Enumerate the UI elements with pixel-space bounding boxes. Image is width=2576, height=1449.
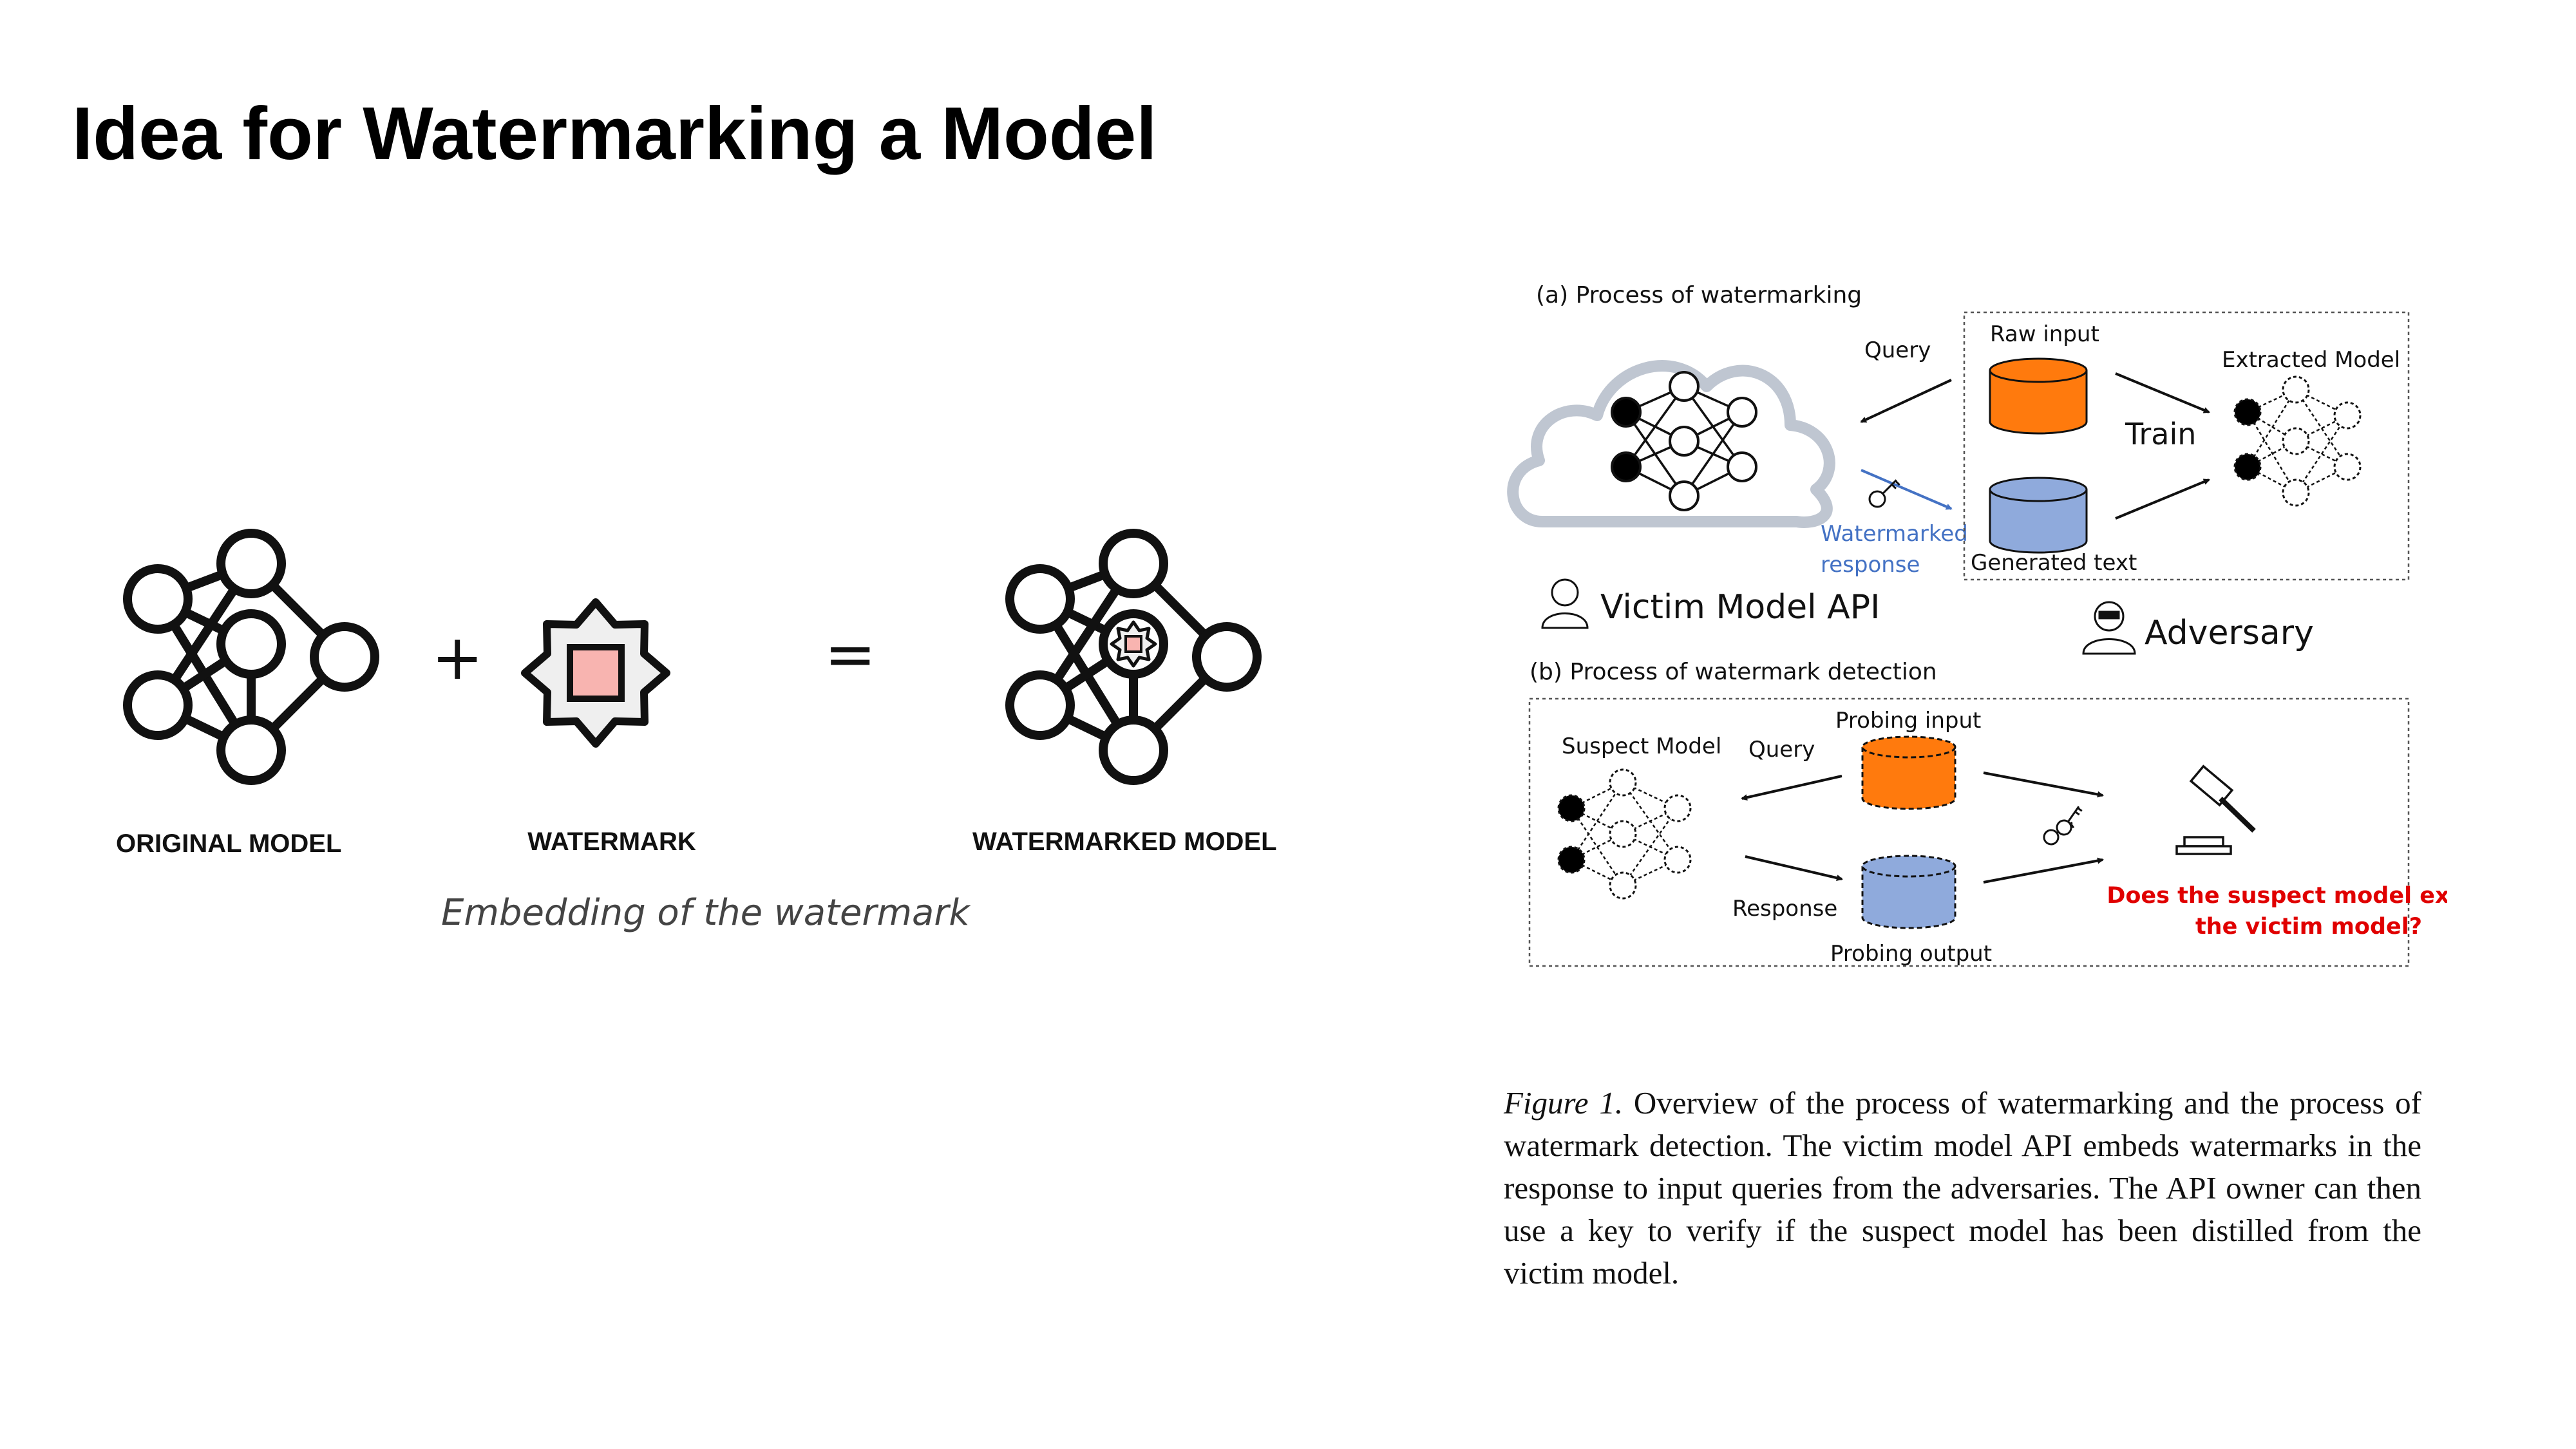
- generated-text-database: [1989, 477, 2088, 554]
- watermarked-response-arrow: [1861, 469, 1953, 510]
- node: [1557, 794, 1586, 822]
- node: [123, 564, 193, 634]
- node: [1192, 622, 1262, 692]
- plus-sign: +: [431, 621, 484, 694]
- panel-b-title: (b) Process of watermark detection: [1530, 659, 1937, 685]
- watermarked-model-label: WATERMARKED MODEL: [972, 828, 1277, 856]
- train-label: Train: [2125, 417, 2196, 451]
- equals-sign: =: [824, 618, 876, 690]
- node: [1611, 451, 1642, 482]
- node: [2233, 453, 2262, 481]
- probing-output-database: [1861, 855, 1956, 929]
- watermarked-response-label: Watermarked: [1821, 521, 1968, 547]
- node: [1099, 715, 1168, 785]
- node: [2333, 453, 2362, 481]
- probing-input-database: [1861, 735, 1956, 810]
- node: [216, 609, 286, 679]
- response-arrow-b: [1745, 855, 1843, 882]
- raw-input-database: [1989, 357, 2088, 435]
- watermark-process-figure: (a) Process of watermarking Query Waterm…: [1507, 282, 2447, 967]
- query-label-b: Query: [1748, 737, 1815, 762]
- adversary-label: Adversary: [2145, 614, 2314, 652]
- figure-caption: Figure 1. Overview of the process of wat…: [1504, 1082, 2421, 1294]
- adversary-box: [1963, 311, 2410, 581]
- node: [1669, 480, 1700, 511]
- response-label-b: Response: [1732, 896, 1837, 922]
- node: [123, 670, 193, 740]
- embedded-watermark-icon: [1110, 620, 1157, 668]
- figure-caption-text: Overview of the process of watermarking …: [1504, 1085, 2422, 1291]
- suspect-model-label: Suspect Model: [1562, 734, 1721, 759]
- node: [1609, 820, 1637, 848]
- node: [1669, 426, 1700, 457]
- extracted-model-label: Extracted Model: [2222, 347, 2400, 373]
- node: [216, 529, 286, 598]
- keys-icon: [2043, 806, 2083, 846]
- adversary-person-icon: [2082, 601, 2136, 655]
- panel-a-title: (a) Process of watermarking: [1536, 282, 1862, 308]
- original-model-graphic: [123, 529, 379, 785]
- victim-api-label: Victim Model API: [1600, 588, 1880, 627]
- figure-label: Figure 1.: [1504, 1085, 1624, 1121]
- node: [1557, 846, 1586, 874]
- victim-person-icon: [1541, 578, 1589, 629]
- raw-input-label: Raw input: [1990, 321, 2099, 347]
- node: [1609, 871, 1637, 900]
- node: [2282, 478, 2310, 507]
- probing-input-label: Probing input: [1835, 708, 1981, 734]
- watermarked-model-graphic: [1005, 529, 1262, 785]
- train-arrow-top: [2115, 372, 2210, 413]
- node: [2233, 398, 2262, 426]
- watermark-label: WATERMARK: [527, 828, 696, 856]
- watermarked-response-label-2: response: [1821, 552, 1920, 578]
- original-model-label: ORIGINAL MODEL: [116, 829, 342, 858]
- node: [2282, 375, 2310, 404]
- embedding-caption: Embedding of the watermark: [441, 892, 970, 934]
- node: [1669, 371, 1700, 402]
- query-label-a: Query: [1864, 337, 1931, 363]
- node: [1005, 564, 1075, 634]
- question-line-2: the victim model?: [2195, 914, 2422, 940]
- detection-box: [1528, 697, 2410, 967]
- node: [216, 715, 286, 785]
- probe-arrow-top: [1983, 772, 2104, 798]
- node: [1663, 794, 1692, 822]
- probe-arrow-bottom: [1983, 857, 2104, 884]
- question-line-1: Does the suspect model extract: [2107, 883, 2447, 909]
- node: [1609, 768, 1637, 797]
- probing-output-label: Probing output: [1830, 941, 1992, 967]
- query-arrow-b: [1741, 775, 1842, 801]
- node: [1727, 451, 1757, 482]
- query-arrow-a: [1860, 379, 1952, 423]
- node: [1099, 529, 1168, 598]
- slide-title: Idea for Watermarking a Model: [72, 91, 1157, 175]
- node: [2282, 427, 2310, 455]
- gavel-icon: [2175, 764, 2256, 855]
- generated-text-label: Generated text: [1971, 550, 2137, 576]
- node: [1727, 397, 1757, 428]
- node: [1611, 397, 1642, 428]
- node: [310, 622, 379, 692]
- key-icon: [1868, 479, 1900, 508]
- node: [1663, 846, 1692, 874]
- node: [1005, 670, 1075, 740]
- train-arrow-bottom: [2115, 478, 2210, 520]
- node: [2333, 401, 2362, 430]
- watermark-badge-icon: [521, 598, 670, 748]
